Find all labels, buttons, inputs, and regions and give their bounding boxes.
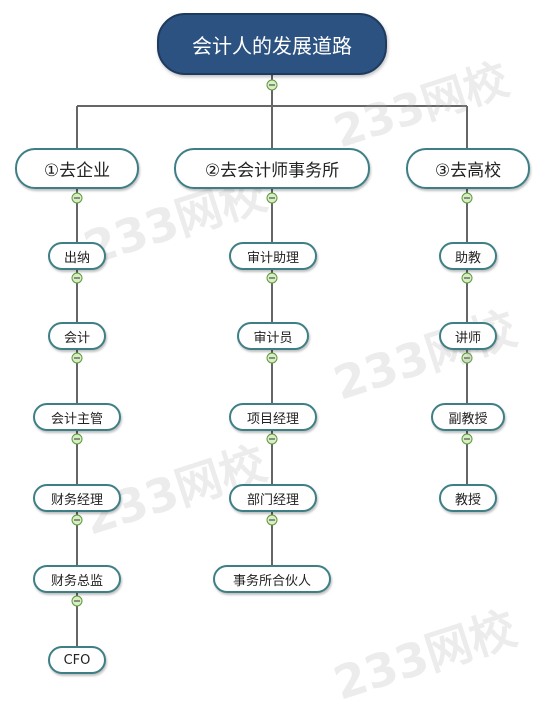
collapse-toggle-branch-0-node-4[interactable] — [71, 595, 83, 607]
node-associate-professor[interactable]: 副教授 — [431, 403, 505, 431]
collapse-toggle-branch-1-node-3[interactable] — [266, 514, 278, 526]
collapse-toggle-branch-0-node-2[interactable] — [71, 433, 83, 445]
node-accountant[interactable]: 会计 — [48, 322, 106, 350]
collapse-toggle-branch-0-node-3[interactable] — [71, 514, 83, 526]
collapse-toggle-branch-0-node-1[interactable] — [71, 352, 83, 364]
connector-lines — [71, 75, 473, 646]
node-cashier[interactable]: 出纳 — [48, 242, 106, 270]
collapse-toggle-branch-1[interactable] — [266, 192, 278, 204]
collapse-toggle-branch-1-node-0[interactable] — [266, 272, 278, 284]
branch-accounting-firm[interactable]: ②去会计师事务所 — [174, 148, 370, 189]
collapse-toggle-branch-2-node-0[interactable] — [461, 272, 473, 284]
collapse-toggle-root[interactable] — [266, 79, 278, 91]
node-firm-partner[interactable]: 事务所合伙人 — [213, 565, 331, 593]
root-node[interactable]: 会计人的发展道路 — [157, 13, 387, 75]
node-finance-manager[interactable]: 财务经理 — [33, 484, 121, 512]
node-accounting-supervisor[interactable]: 会计主管 — [33, 403, 121, 431]
collapse-toggle-branch-1-node-2[interactable] — [266, 433, 278, 445]
branch-university[interactable]: ③去高校 — [406, 148, 530, 189]
collapse-toggle-branch-2[interactable] — [461, 192, 473, 204]
collapse-toggle-branch-0[interactable] — [71, 192, 83, 204]
collapse-toggle-branch-2-node-1[interactable] — [461, 352, 473, 364]
node-professor[interactable]: 教授 — [439, 484, 497, 512]
collapse-toggle-branch-0-node-0[interactable] — [71, 272, 83, 284]
node-auditor[interactable]: 审计员 — [237, 322, 309, 350]
node-project-manager[interactable]: 项目经理 — [229, 403, 317, 431]
node-finance-director[interactable]: 财务总监 — [33, 565, 121, 593]
branch-enterprise[interactable]: ①去企业 — [15, 148, 139, 189]
node-department-manager[interactable]: 部门经理 — [229, 484, 317, 512]
collapse-toggle-branch-1-node-1[interactable] — [266, 352, 278, 364]
node-lecturer[interactable]: 讲师 — [439, 322, 497, 350]
node-teaching-assistant[interactable]: 助教 — [439, 242, 497, 270]
mind-map-canvas: 233网校 233网校 233网校 233网校 233网校 会计人的发展道路 ①… — [15, 13, 530, 711]
collapse-toggle-branch-2-node-2[interactable] — [461, 433, 473, 445]
node-audit-assistant[interactable]: 审计助理 — [229, 242, 317, 270]
node-cfo[interactable]: CFO — [48, 646, 106, 674]
